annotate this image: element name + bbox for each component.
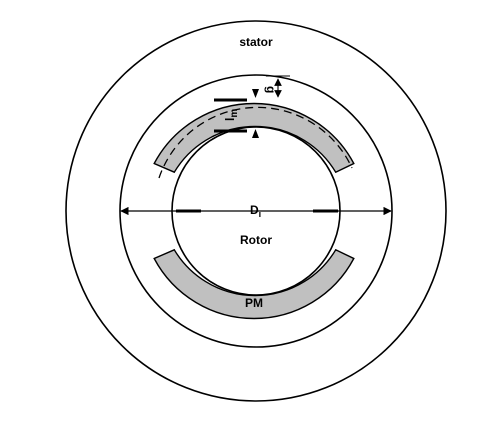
stator-label: stator: [239, 35, 273, 49]
top-magnet-segment: [153, 102, 355, 174]
bottom-magnet-segment: [153, 248, 355, 320]
diameter-label-main: D: [250, 203, 259, 217]
stator-outer-circle: [65, 20, 447, 402]
magnet-thickness-arrow-bottom: [252, 129, 259, 138]
magnet-thickness-label-sub: m: [229, 109, 240, 118]
airgap-label: g: [264, 86, 278, 93]
rotor-label: Rotor: [240, 233, 272, 247]
diameter-label-sub: i: [259, 209, 262, 219]
magnet-mean-dashed-arc: [158, 106, 353, 179]
magnet-thickness-arrow-top: [252, 89, 259, 98]
magnet-thickness-label: lm: [223, 109, 240, 121]
pm-label: PM: [245, 296, 263, 310]
magnet-thickness-label-main: l: [223, 118, 237, 121]
diameter-label: Di: [250, 203, 261, 219]
stator-inner-circle: [119, 74, 393, 348]
